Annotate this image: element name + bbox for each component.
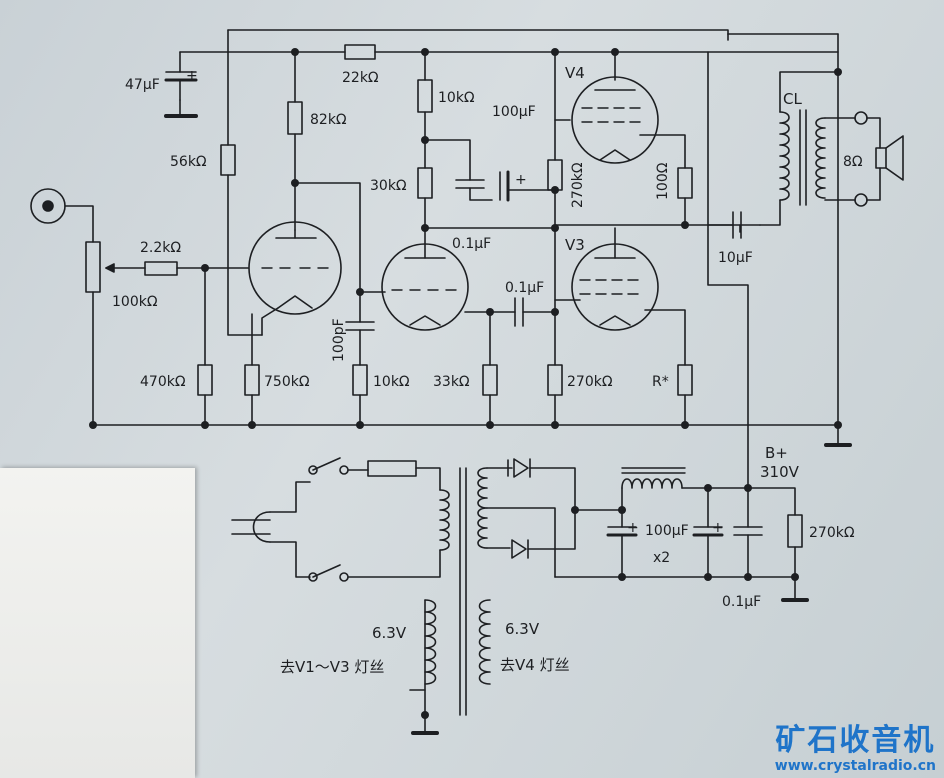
capacitor-47uf (164, 71, 198, 118)
label-r-82k: 82kΩ (310, 112, 347, 128)
resistor-rstar (677, 364, 693, 396)
label-r-star: R* (652, 374, 669, 390)
junction-dots (89, 48, 842, 429)
label-pot-100k: 100kΩ (112, 294, 158, 310)
label-r-270k-ps: 270kΩ (809, 525, 855, 541)
watermark-url: www.crystalradio.cn (774, 758, 936, 774)
input-section (30, 188, 249, 426)
v2-plate-branch (417, 51, 556, 229)
label-bplus: B+ (765, 444, 788, 462)
resistor-56k (220, 144, 236, 176)
bplus-feed (707, 51, 749, 491)
label-c-01-b: 0.1μF (505, 280, 544, 296)
resistor-10k-top (417, 79, 433, 113)
label-r-2k2: 2.2kΩ (140, 240, 181, 256)
label-r-30k: 30kΩ (370, 178, 407, 194)
resistor-22k (344, 44, 376, 60)
resistor-270k-v4 (547, 159, 563, 191)
labels: 47μF + 22kΩ 82kΩ 56kΩ 10kΩ 100μF 30kΩ 0.… (112, 64, 863, 676)
label-plus-47: + (186, 68, 198, 84)
label-h-6v3-a: 6.3V (372, 624, 407, 642)
label-r-22k: 22kΩ (342, 70, 379, 86)
label-h-6v3-b: 6.3V (505, 620, 540, 638)
power-supply (231, 457, 809, 735)
label-v4: V4 (565, 64, 585, 82)
label-r-10k-top: 10kΩ (438, 90, 475, 106)
watermark-logo-text: 矿石收音机 (775, 723, 936, 758)
resistor-270k-bottom (547, 364, 563, 396)
resistor-100 (677, 167, 693, 199)
resistor-470k (197, 364, 213, 396)
resistor-82k (287, 101, 303, 135)
potentiometer-100k (85, 241, 101, 293)
label-r-750k: 750kΩ (264, 374, 310, 390)
tube-v2 (381, 227, 469, 331)
tube-v4 (554, 76, 741, 226)
label-c-100uf-x2: 100μF (645, 523, 689, 539)
resistor-750k (244, 364, 260, 396)
v1-plate-branch (287, 51, 361, 293)
label-r-56k: 56kΩ (170, 154, 207, 170)
label-cl: CL (783, 90, 802, 108)
resistor-2k2 (144, 261, 178, 276)
label-plus-ps-b: + (712, 520, 724, 536)
resistor-33k (482, 364, 498, 396)
label-c-01-a: 0.1μF (452, 236, 491, 252)
label-r-33k: 33kΩ (433, 374, 470, 390)
ps-junction-dots (421, 484, 799, 719)
label-to-v4: 去V4 灯丝 (500, 656, 570, 674)
label-spk: 8Ω (843, 154, 863, 170)
label-plus-100uf: + (515, 172, 527, 188)
resistor-10k-bottom (352, 364, 368, 396)
grid-leak-56k (220, 144, 263, 336)
label-c-100uf: 100μF (492, 104, 536, 120)
label-x2: x2 (653, 550, 670, 566)
label-to-v1-v3: 去V1～V3 灯丝 (280, 658, 384, 676)
label-r-470k: 470kΩ (140, 374, 186, 390)
label-c-47uf: 47μF (125, 77, 160, 93)
label-r-10k-b: 10kΩ (373, 374, 410, 390)
label-bplus-v: 310V (760, 463, 800, 481)
tube-v3 (554, 227, 686, 366)
bypass-caps (455, 170, 556, 202)
label-c-100pf: 100pF (331, 318, 347, 362)
label-c-10uf: 10μF (718, 250, 753, 266)
resistor-30k (417, 167, 433, 199)
label-r-270k-b: 270kΩ (567, 374, 613, 390)
output-transformer (779, 109, 904, 207)
coupling-100pf (345, 291, 386, 426)
paper-sheet (0, 468, 195, 778)
coupling-01uf (464, 297, 556, 426)
label-r-270k-v4: 270kΩ (570, 162, 586, 208)
label-c-01-ps: 0.1μF (722, 594, 761, 610)
tube-v1 (248, 221, 342, 366)
capacitor-10uf (707, 211, 761, 239)
label-r-100: 100Ω (655, 162, 671, 200)
label-v3: V3 (565, 236, 585, 254)
watermark: 矿石收音机 www.crystalradio.cn (774, 723, 936, 775)
label-plus-ps-a: + (627, 520, 639, 536)
wires-top (179, 29, 839, 426)
